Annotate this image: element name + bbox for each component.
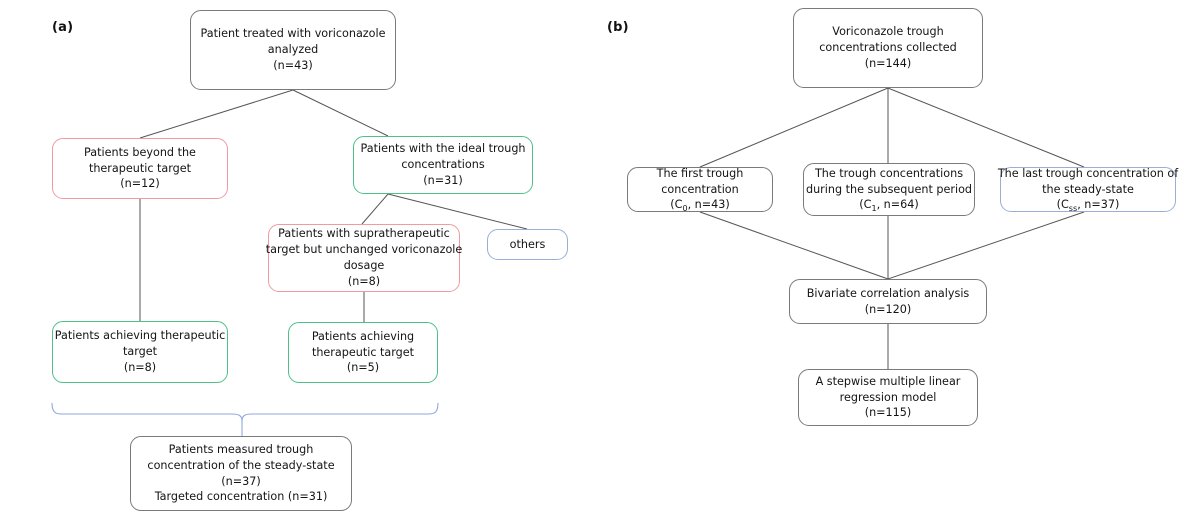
node-line: Patients achieving therapeutic xyxy=(54,329,226,343)
node-line: target xyxy=(122,345,158,359)
node-formula: (C0, n=43) xyxy=(670,198,730,213)
node-line: others xyxy=(509,237,546,251)
node-subsequent-trough-concentrations[interactable]: The trough concentrations during the sub… xyxy=(803,163,975,216)
node-line: Patients measured trough xyxy=(168,442,314,456)
node-line: Patients beyond the xyxy=(84,145,196,159)
node-line: therapeutic target xyxy=(311,345,415,359)
node-line: (n=144) xyxy=(864,56,912,70)
brace-connector xyxy=(51,402,439,422)
node-line: Bivariate correlation analysis xyxy=(806,286,970,300)
node-patients-supratherapeutic[interactable]: Patients with supratherapeutic target bu… xyxy=(265,224,463,292)
node-others[interactable]: others xyxy=(487,229,568,260)
node-line: (n=120) xyxy=(864,302,912,316)
node-line: dosage xyxy=(343,259,385,272)
edge-ideal-to-supra xyxy=(361,193,389,225)
edge-root-to-beyond xyxy=(139,89,294,139)
edge-root-to-ideal xyxy=(292,89,389,137)
node-line: (n=8) xyxy=(347,274,381,288)
node-line: Patients achieving xyxy=(311,329,415,343)
node-line: The first trough xyxy=(656,166,744,180)
node-line: concentration of the steady-state xyxy=(147,458,335,472)
node-voriconazole-trough-collected[interactable]: Voriconazole trough concentrations colle… xyxy=(793,8,983,88)
node-line: (n=31) xyxy=(423,173,463,187)
node-line: concentrations collected xyxy=(819,41,957,55)
node-achieving-therapeutic-target-right[interactable]: Patients achieving therapeutic target (n… xyxy=(288,322,438,383)
edge-b-last-to-bivariate xyxy=(887,211,1085,280)
node-patients-measured-steady-state[interactable]: Patients measured trough concentration o… xyxy=(130,436,352,511)
node-patients-ideal-trough[interactable]: Patients with the ideal trough concentra… xyxy=(353,136,533,194)
node-line: (n=43) xyxy=(273,58,313,72)
node-line: The last trough concentration of xyxy=(997,166,1179,180)
edge-b-root-to-last xyxy=(887,87,1085,168)
node-line: The trough concentrations xyxy=(814,166,964,180)
node-line: therapeutic target xyxy=(88,161,192,175)
node-patient-treated-voriconazole[interactable]: Patient treated with voriconazole analyz… xyxy=(190,10,396,90)
node-line: Patient treated with voriconazole xyxy=(200,27,386,41)
node-line: (n=12) xyxy=(120,177,160,191)
node-bivariate-correlation-analysis[interactable]: Bivariate correlation analysis (n=120) xyxy=(789,279,987,324)
node-line: (n=8) xyxy=(123,360,157,374)
edge-b-root-to-first xyxy=(699,87,889,168)
panel-label-a: (a) xyxy=(52,20,74,35)
node-line: Targeted concentration (n=31) xyxy=(154,490,328,504)
node-line: Patients with the ideal trough xyxy=(360,142,526,156)
node-achieving-therapeutic-target-left[interactable]: Patients achieving therapeutic target (n… xyxy=(52,321,228,383)
panel-label-b: (b) xyxy=(607,20,629,35)
node-line: A stepwise multiple linear xyxy=(815,374,961,388)
node-formula: (Css, n=37) xyxy=(1056,198,1120,213)
node-line: concentration xyxy=(661,182,739,196)
node-line: regression model xyxy=(839,390,937,404)
node-formula: (C1, n=64) xyxy=(859,198,919,213)
node-last-trough-steady-state[interactable]: The last trough concentration of the ste… xyxy=(997,166,1179,213)
node-line: during the subsequent period xyxy=(805,182,973,196)
node-line: Patients with supratherapeutic xyxy=(278,227,450,241)
node-line: analyzed xyxy=(267,43,319,57)
node-line: (n=115) xyxy=(864,406,912,420)
node-patients-beyond-target[interactable]: Patients beyond the therapeutic target (… xyxy=(52,138,228,199)
node-line: target but unchanged voriconazole xyxy=(265,243,463,257)
edge-b-first-to-bivariate xyxy=(699,211,889,280)
node-line: Voriconazole trough xyxy=(832,25,944,39)
node-line: (n=37) xyxy=(221,474,261,488)
node-stepwise-regression-model[interactable]: A stepwise multiple linear regression mo… xyxy=(798,369,978,426)
node-line: (n=5) xyxy=(346,361,380,375)
node-line: the steady-state xyxy=(1042,182,1134,196)
node-first-trough-concentration[interactable]: The first trough concentration (C0, n=43… xyxy=(627,166,773,213)
node-line: concentrations xyxy=(401,158,485,172)
